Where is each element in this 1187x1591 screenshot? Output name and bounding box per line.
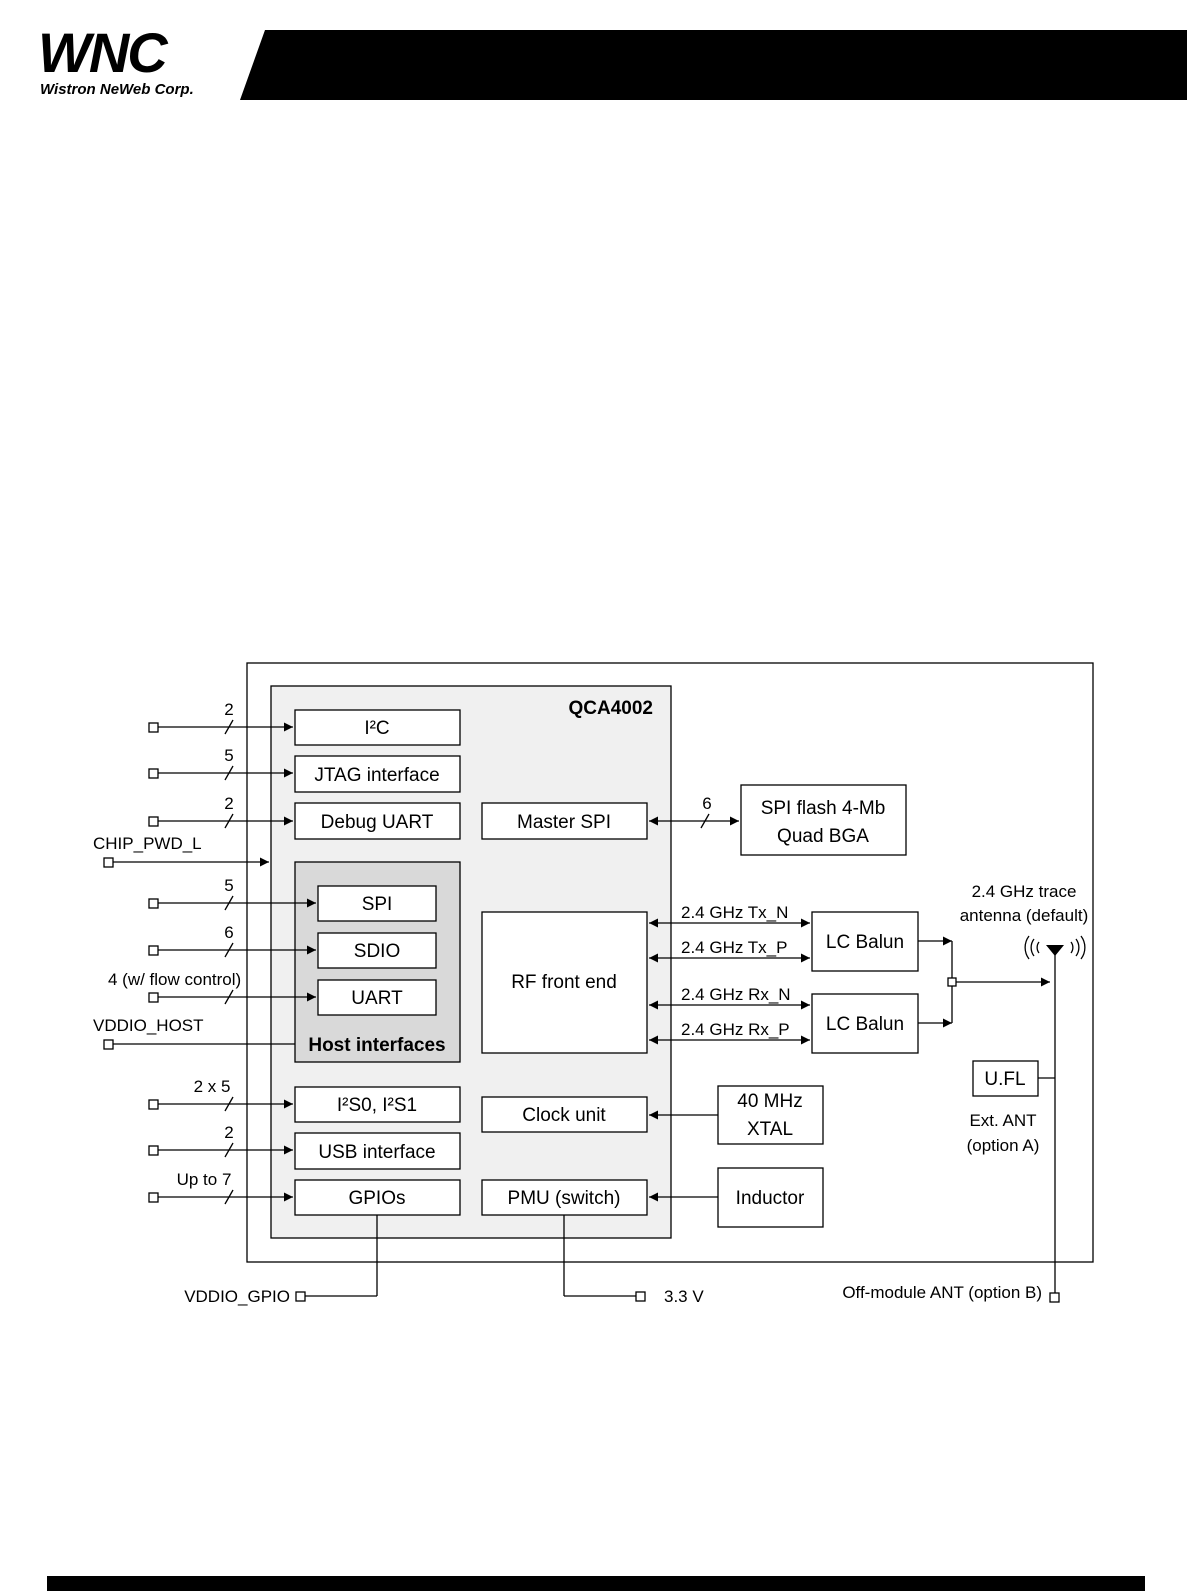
header-black-band [240, 30, 1187, 100]
lc-balun-2-block [811, 993, 919, 1054]
v33-label: 3.3 V [664, 1287, 704, 1306]
clock-unit-block [481, 1096, 648, 1133]
rf-front-end-label: RF front end [511, 972, 617, 993]
clock-unit-label: Clock unit [522, 1105, 606, 1126]
spi-flash-line1: SPI flash 4-Mb [761, 798, 886, 819]
off-module-ant-label: Off-module ANT (option B) [842, 1283, 1042, 1302]
debug-uart-block [294, 802, 461, 840]
footer-bar [47, 1576, 1145, 1591]
i2c-bus-width: 2 [224, 700, 233, 719]
usb-bus-width: 2 [224, 1123, 233, 1142]
gpios-bus-width: Up to 7 [177, 1170, 232, 1189]
master-spi-link: 6 [649, 794, 739, 829]
sdio-block [317, 932, 437, 969]
page-header: WNC Wistron NeWeb Corp. [38, 21, 1187, 100]
spi-label: SPI [362, 894, 393, 915]
antenna-trace-line2: antenna (default) [960, 906, 1089, 925]
inductor-block [717, 1167, 824, 1228]
host-interfaces-label: Host interfaces [308, 1035, 445, 1056]
tx-n-label: 2.4 GHz Tx_N [681, 903, 788, 922]
pmu-block [481, 1179, 648, 1216]
vddio-gpio-label: VDDIO_GPIO [184, 1287, 290, 1306]
spi-bus-width: 5 [224, 876, 233, 895]
jtag-label: JTAG interface [314, 765, 439, 786]
jtag-block [294, 755, 461, 793]
sdio-bus-width: 6 [224, 923, 233, 942]
spi-flash-line2: Quad BGA [777, 826, 869, 847]
i2s-label: I²S0, I²S1 [337, 1095, 417, 1116]
pmu-label: PMU (switch) [508, 1188, 621, 1209]
ext-ant-line2: (option A) [967, 1136, 1040, 1155]
logo-text: WNC [38, 21, 169, 84]
master-spi-bus-width: 6 [702, 794, 711, 813]
rx-n-label: 2.4 GHz Rx_N [681, 985, 791, 1004]
vddio-host-label: VDDIO_HOST [93, 1016, 204, 1035]
uart-block [317, 979, 437, 1016]
jtag-bus-width: 5 [224, 746, 233, 765]
balun-antenna-wires [918, 936, 1060, 1303]
i2c-label: I²C [364, 718, 389, 739]
inductor-label: Inductor [736, 1188, 805, 1209]
ufl-block [972, 1060, 1039, 1097]
spi-flash-block [740, 784, 907, 856]
sdio-label: SDIO [354, 941, 400, 962]
i2s-block [294, 1086, 461, 1123]
antenna-icon [1024, 935, 1086, 960]
gpios-label: GPIOs [348, 1188, 405, 1209]
gpios-block [294, 1179, 461, 1216]
master-spi-label: Master SPI [517, 812, 611, 833]
xtal-line2: XTAL [747, 1119, 793, 1140]
debug-uart-bus-width: 2 [224, 794, 233, 813]
chip-title: QCA4002 [569, 698, 654, 719]
logo-subtext: Wistron NeWeb Corp. [40, 81, 194, 98]
debug-uart-label: Debug UART [321, 812, 434, 833]
ext-ant-line1: Ext. ANT [969, 1111, 1036, 1130]
usb-label: USB interface [318, 1142, 435, 1163]
spi-block [317, 885, 437, 922]
rf-lines: 2.4 GHz Tx_N 2.4 GHz Tx_P 2.4 GHz Rx_N 2… [649, 903, 810, 1045]
left-input-wires: 2 5 2 CHIP_PWD_L 5 6 4 (w/ flow control)… [93, 700, 316, 1205]
master-spi-block [481, 802, 648, 840]
tx-p-label: 2.4 GHz Tx_P [681, 938, 787, 957]
lc-balun-1-label: LC Balun [826, 932, 904, 953]
lc-balun-2-label: LC Balun [826, 1014, 904, 1035]
xtal-line1: 40 MHz [737, 1091, 802, 1112]
uart-bus-width: 4 (w/ flow control) [108, 970, 241, 989]
uart-label: UART [351, 988, 403, 1009]
rx-p-label: 2.4 GHz Rx_P [681, 1020, 790, 1039]
i2s-bus-width: 2 x 5 [194, 1077, 231, 1096]
supply-wires: VDDIO_GPIO 3.3 V [184, 1215, 704, 1306]
usb-block [294, 1132, 461, 1170]
antenna-trace-line1: 2.4 GHz trace [972, 882, 1077, 901]
chip-pwd-label: CHIP_PWD_L [93, 834, 202, 853]
ufl-label: U.FL [984, 1069, 1025, 1090]
i2c-block [294, 709, 461, 746]
rf-front-end-block [481, 911, 648, 1054]
